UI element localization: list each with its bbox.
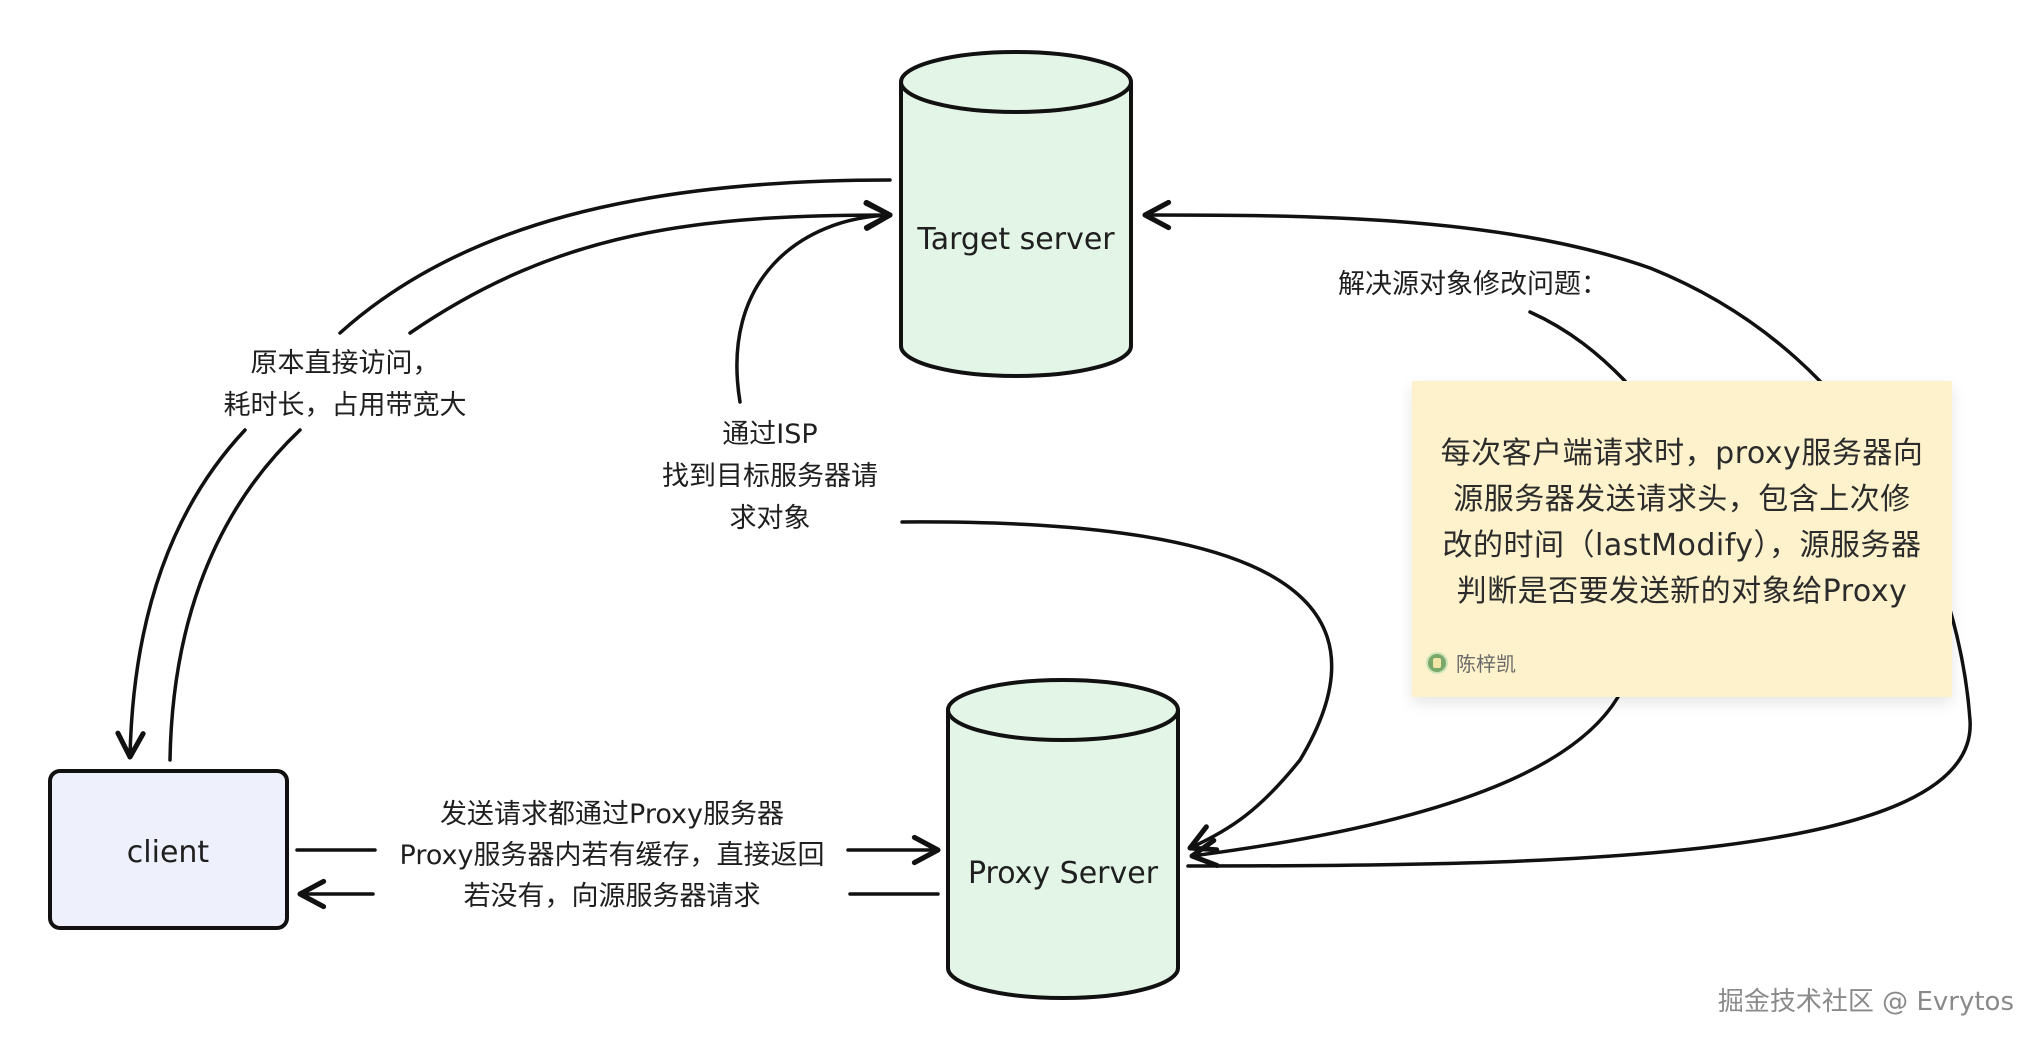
arrow-isp-to-target[interactable] [735, 200, 893, 404]
note-line-2: 源服务器发送请求头，包含上次修 [1453, 482, 1911, 517]
arrow-note-to-proxy[interactable] [1189, 695, 1620, 868]
label-proxy-flow-line-1: 发送请求都通过Proxy服务器 [440, 799, 784, 830]
sticky-note[interactable]: 每次客户端请求时，proxy服务器向 源服务器发送请求头，包含上次修 改的时间（… [1412, 381, 1952, 697]
target-server-label: Target server [916, 222, 1115, 257]
note-line-4: 判断是否要发送新的对象给Proxy [1456, 574, 1908, 609]
note-line-3: 改的时间（lastModify），源服务器 [1442, 528, 1922, 563]
label-direct: 原本直接访问， 耗时长，占用带宽大 [224, 348, 467, 421]
note-author: 陈梓凯 [1426, 648, 1516, 677]
proxy-server-label: Proxy Server [968, 856, 1159, 891]
label-proxy-flow: 发送请求都通过Proxy服务器 Proxy服务器内若有缓存，直接返回 若没有，向… [400, 799, 825, 912]
note-line-1: 每次客户端请求时，proxy服务器向 [1440, 436, 1924, 471]
label-direct-line-2: 耗时长，占用带宽大 [224, 390, 467, 421]
label-isp: 通过ISP 找到目标服务器请 求对象 [662, 419, 878, 534]
connector-fix-to-note [1528, 310, 1627, 383]
label-isp-line-2: 找到目标服务器请 [662, 461, 878, 492]
note-text: 每次客户端请求时，proxy服务器向 源服务器发送请求头，包含上次修 改的时间（… [1430, 431, 1934, 615]
arrow-isp-to-proxy[interactable] [900, 520, 1334, 853]
arrow-client-to-target[interactable] [168, 215, 890, 762]
target-server-node[interactable]: Target server [899, 50, 1133, 378]
label-direct-line-1: 原本直接访问， [251, 348, 440, 379]
label-isp-line-1: 通过ISP [722, 419, 817, 450]
avatar-icon [1426, 651, 1448, 674]
client-node[interactable]: client [48, 769, 289, 930]
label-isp-line-3: 求对象 [730, 503, 811, 534]
proxy-server-node[interactable]: Proxy Server [946, 678, 1180, 1000]
label-fix: 解决源对象修改问题： [1338, 269, 1608, 300]
label-proxy-flow-line-3: 若没有，向源服务器请求 [464, 881, 761, 912]
note-author-name: 陈梓凯 [1456, 652, 1516, 676]
client-label: client [127, 835, 210, 870]
watermark: 掘金技术社区 @ Evrytos [1717, 987, 2014, 1017]
label-proxy-flow-line-2: Proxy服务器内若有缓存，直接返回 [400, 840, 825, 871]
arrow-target-to-client[interactable] [130, 178, 892, 757]
